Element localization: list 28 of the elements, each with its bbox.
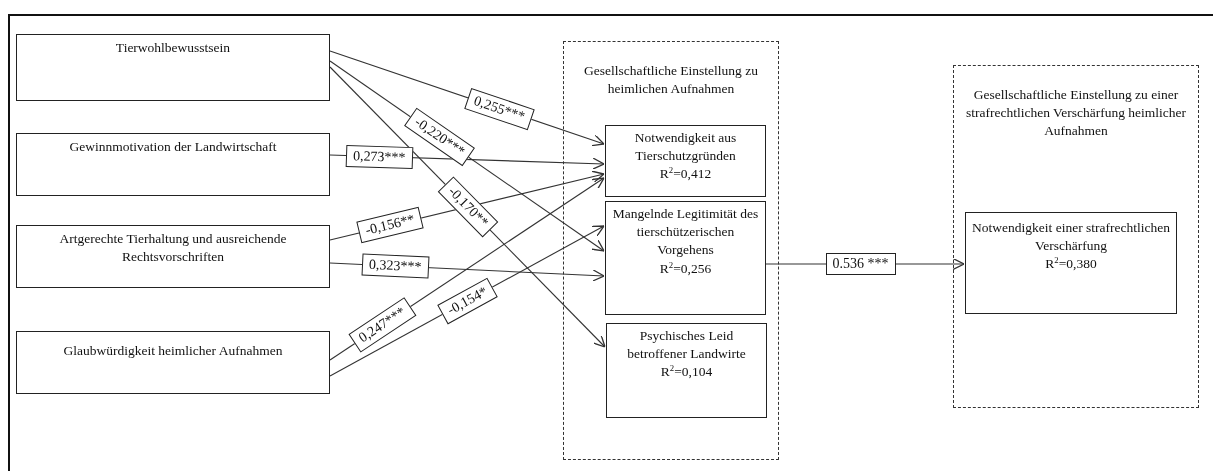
construct-name: Psychisches Leid betroffener Landwirte	[626, 327, 747, 364]
dashed-group-box	[953, 65, 1199, 408]
construct-name: Artgerechte Tierhaltung und ausreichende Rechtsvorschriften	[58, 230, 288, 267]
construct-box	[16, 331, 330, 394]
construct-box	[606, 323, 767, 418]
coefficient-label: -0,156**	[356, 207, 425, 244]
dashed-group-box	[563, 41, 779, 460]
r-squared-value: R$^{2}$=0,256	[659, 259, 712, 278]
construct-box	[16, 225, 330, 288]
r-squared-value: R$^{2}$=0,380	[1045, 255, 1097, 274]
coefficient-label: 0.536 ***	[825, 253, 896, 275]
coefficient-label: 0,323***	[361, 253, 430, 279]
group-heading: Gesellschaftliche Einstellung zu heimlichen Aufnahmen	[583, 62, 759, 99]
construct-name: Mangelnde Legitimität des tierschützerischen Vorgehens	[612, 205, 759, 260]
coefficient-label: 0,273***	[345, 144, 413, 169]
r-squared-value: R$^{2}$=0,412	[659, 165, 712, 184]
construct-name: Notwendigkeit einer strafrechtlichen Verschärfung	[972, 219, 1170, 256]
group-heading: Gesellschaftliche Einstellung zu einer strafrechtlichen Verschärfung heimlicher Aufnahmen	[964, 86, 1188, 141]
construct-name: Gewinnmotivation der Landwirtschaft	[69, 138, 277, 156]
construct-name: Notwendigkeit aus Tierschutzgründen	[633, 129, 738, 166]
construct-box	[16, 34, 330, 101]
construct-box	[16, 133, 330, 196]
construct-name: Glaubwürdigkeit heimlicher Aufnahmen	[63, 342, 283, 360]
construct-box	[605, 201, 766, 315]
construct-box	[605, 125, 766, 197]
construct-box	[965, 212, 1177, 314]
construct-name: Tierwohlbewusstsein	[115, 39, 231, 57]
r-squared-value: R$^{2}$=0,104	[660, 363, 713, 382]
